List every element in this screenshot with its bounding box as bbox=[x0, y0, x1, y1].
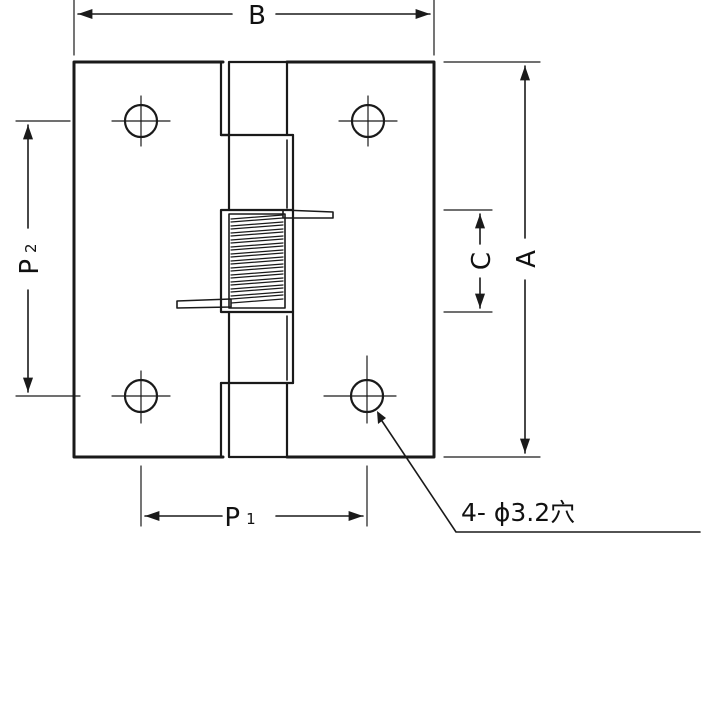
dimension-a: A bbox=[443, 61, 542, 458]
mounting-hole-top-right bbox=[338, 95, 398, 147]
spring-arm-lower bbox=[176, 298, 232, 309]
mounting-hole-bottom-left bbox=[111, 370, 171, 424]
spring-arm-upper bbox=[282, 209, 334, 219]
right-leaf bbox=[285, 60, 436, 459]
hole-callout-text: 4- ϕ3.2穴 bbox=[461, 498, 575, 527]
dimension-p2-label: P2 bbox=[15, 243, 45, 274]
dimension-c-label: C bbox=[467, 252, 497, 270]
hinge-barrel bbox=[219, 60, 295, 459]
hole-callout: 4- ϕ3.2穴 bbox=[377, 411, 701, 533]
mounting-hole-bottom-right bbox=[323, 355, 397, 424]
dimension-b: B bbox=[73, 0, 435, 56]
spring-coils bbox=[230, 214, 284, 304]
dimension-b-label: B bbox=[248, 1, 266, 31]
dimension-c: C bbox=[443, 209, 497, 313]
torsion-spring bbox=[176, 208, 334, 314]
mounting-hole-top-left bbox=[111, 95, 171, 147]
dimension-p2: P2 bbox=[15, 120, 81, 397]
left-leaf bbox=[72, 60, 225, 459]
dimension-a-label: A bbox=[512, 250, 542, 268]
